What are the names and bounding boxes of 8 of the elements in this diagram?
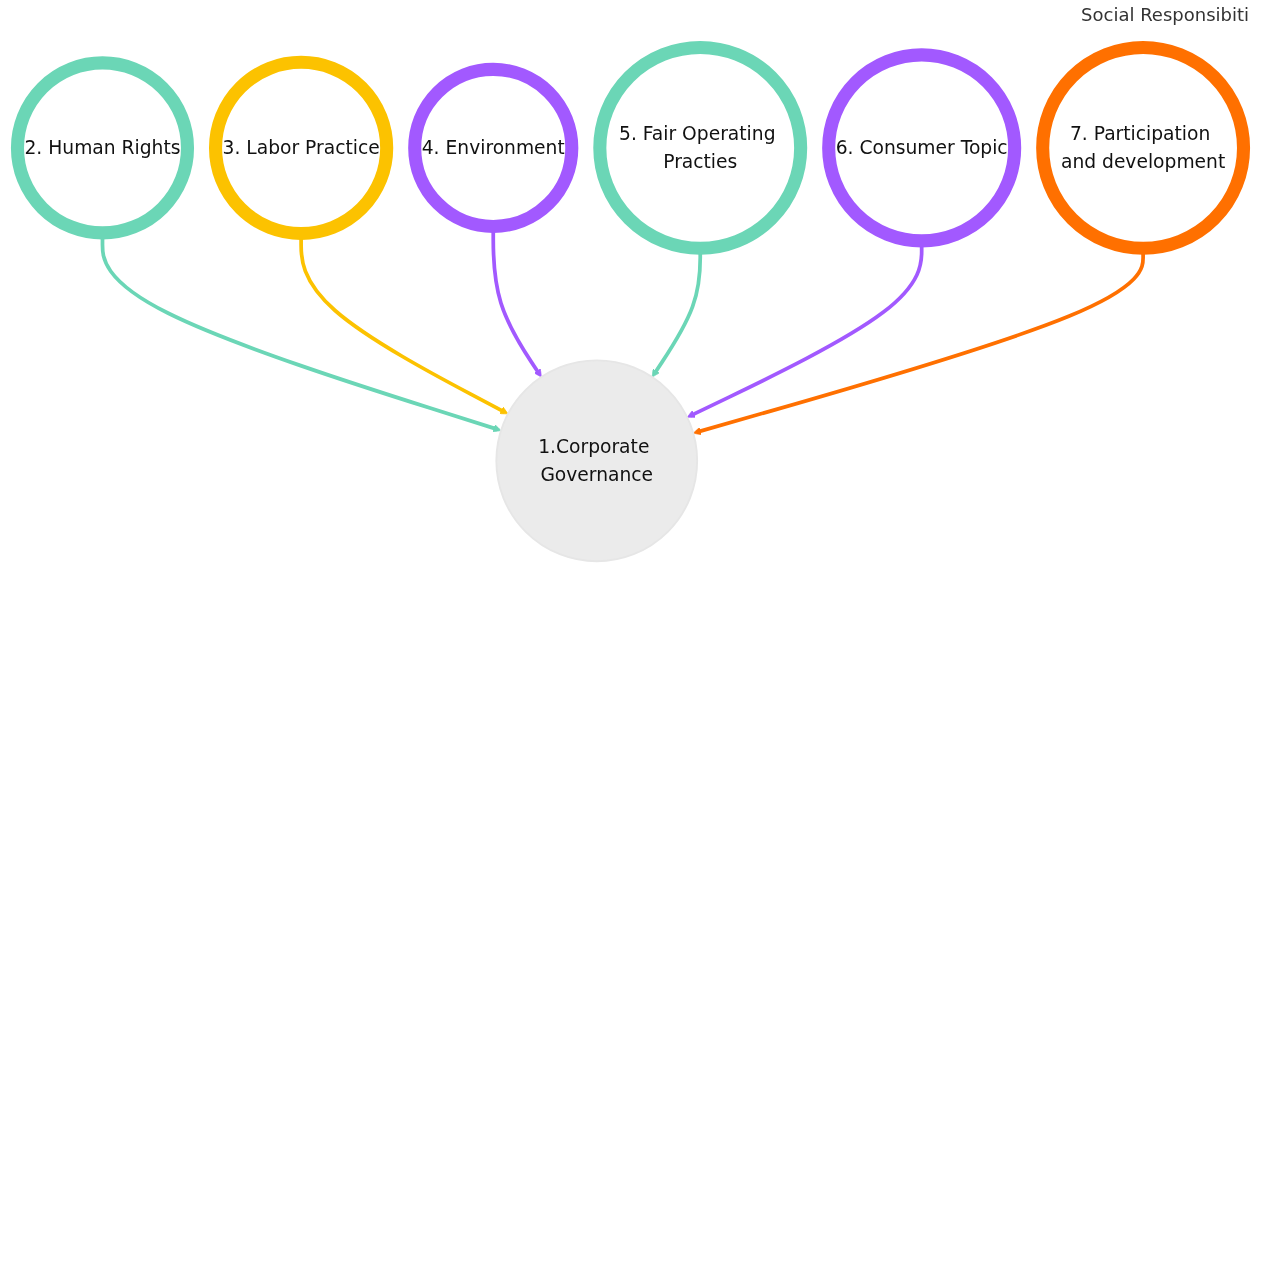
- note-text: Social Responsibiti: [1081, 4, 1249, 25]
- node-circle: 3. Labor Practice: [209, 55, 394, 240]
- node-circle: 7. Participation and development: [1036, 40, 1251, 255]
- node-circle: 1.Corporate Governance: [495, 359, 699, 563]
- node-circle: 4. Environment: [408, 62, 579, 233]
- node-circle: 2. Human Rights: [10, 56, 195, 240]
- node-circle: 5. Fair Operating Practies: [593, 40, 808, 255]
- node-circle: 6. Consumer Topic: [822, 48, 1022, 248]
